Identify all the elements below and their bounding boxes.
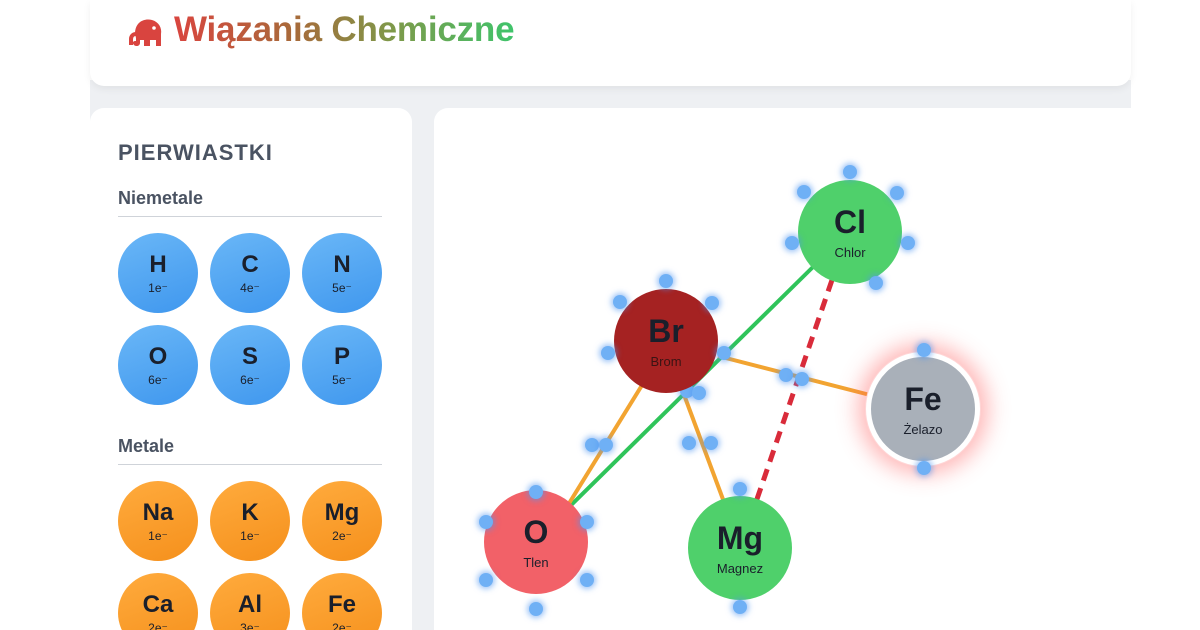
element-button-k[interactable]: K 1e⁻: [210, 481, 290, 561]
electron-dot: [682, 436, 696, 450]
elephant-icon: [129, 19, 162, 47]
element-button-ca[interactable]: Ca 2e⁻: [118, 573, 198, 630]
app-header: [90, 0, 1131, 86]
element-electrons: 5e⁻: [332, 372, 352, 387]
atom-fe[interactable]: Fe Żelazo: [866, 352, 980, 466]
electron-dot: [479, 515, 493, 529]
sidebar-title: PIERWIASTKI: [118, 140, 273, 165]
elements-sidebar: PIERWIASTKI Niemetale H 1e⁻ C 4e⁻ N 5e⁻ …: [90, 108, 412, 630]
element-electrons: 5e⁻: [332, 280, 352, 295]
element-symbol: P: [333, 342, 350, 370]
atom-symbol: Br: [648, 312, 684, 349]
atom-symbol: Mg: [716, 519, 764, 556]
element-electrons: 6e⁻: [148, 372, 168, 387]
electron-dot: [785, 236, 799, 250]
element-symbol: Al: [238, 590, 262, 618]
element-symbol: Mg: [324, 498, 360, 526]
electron-dot: [704, 436, 718, 450]
electron-dot: [580, 573, 594, 587]
electron-dot: [795, 372, 809, 386]
atom-o[interactable]: O Tlen: [484, 490, 588, 594]
element-electrons: 6e⁻: [240, 372, 260, 387]
electron-dot: [529, 602, 543, 616]
element-electrons: 2e⁻: [332, 528, 352, 543]
element-symbol: O: [148, 342, 168, 370]
electron-dot: [613, 295, 627, 309]
electron-dot: [733, 482, 747, 496]
element-symbol: C: [241, 250, 259, 278]
nonmetals-label: Niemetale: [118, 188, 204, 208]
element-electrons: 2e⁻: [332, 620, 352, 630]
electron-dot: [779, 368, 793, 382]
bond-br-mg[interactable]: [678, 383, 726, 503]
element-symbol: S: [241, 342, 258, 370]
electron-dot: [705, 296, 719, 310]
atom-name: Żelazo: [903, 421, 943, 437]
element-button-c[interactable]: C 4e⁻: [210, 233, 290, 313]
electron-dot: [797, 185, 811, 199]
atom-symbol: O: [523, 513, 549, 550]
element-symbol: Na: [142, 498, 174, 526]
element-symbol: K: [241, 498, 259, 526]
element-electrons: 2e⁻: [148, 620, 168, 630]
atom-name: Brom: [650, 353, 682, 369]
electron-dot: [529, 485, 543, 499]
divider: [118, 464, 382, 465]
molecule-canvas[interactable]: Cl Chlor Br Brom Fe Żelazo O Tlen Mg Mag…: [434, 108, 1131, 630]
atom-symbol: Cl: [834, 203, 866, 240]
atom-name: Tlen: [523, 554, 549, 570]
element-symbol: H: [149, 250, 167, 278]
electron-dot: [692, 386, 706, 400]
divider: [118, 216, 382, 217]
element-symbol: Fe: [327, 590, 356, 618]
electron-dot: [869, 276, 883, 290]
electron-dot: [890, 186, 904, 200]
element-button-n[interactable]: N 5e⁻: [302, 233, 382, 313]
element-symbol: Ca: [142, 590, 174, 618]
atom-cl[interactable]: Cl Chlor: [798, 180, 902, 284]
element-button-al[interactable]: Al 3e⁻: [210, 573, 290, 630]
atom-name: Magnez: [716, 560, 764, 576]
element-button-mg[interactable]: Mg 2e⁻: [302, 481, 382, 561]
element-button-h[interactable]: H 1e⁻: [118, 233, 198, 313]
electron-dot: [717, 346, 731, 360]
metals-label: Metale: [118, 436, 175, 456]
electron-dot: [843, 165, 857, 179]
atom-mg[interactable]: Mg Magnez: [688, 496, 792, 600]
element-electrons: 1e⁻: [148, 280, 168, 295]
electron-dot: [580, 515, 594, 529]
electron-dot: [585, 438, 599, 452]
element-button-p[interactable]: P 5e⁻: [302, 325, 382, 405]
element-electrons: 3e⁻: [240, 620, 260, 630]
electron-dot: [599, 438, 613, 452]
element-button-fe[interactable]: Fe 2e⁻: [302, 573, 382, 630]
electron-dot: [901, 236, 915, 250]
app-title: Wiązania Chemiczne: [174, 10, 515, 49]
element-button-o[interactable]: O 6e⁻: [118, 325, 198, 405]
electron-dot: [733, 600, 747, 614]
element-electrons: 1e⁻: [240, 528, 260, 543]
atom-name: Chlor: [834, 244, 866, 260]
electron-dot: [917, 461, 931, 475]
element-electrons: 1e⁻: [148, 528, 168, 543]
electron-dot: [659, 274, 673, 288]
element-electrons: 4e⁻: [240, 280, 260, 295]
electron-dot: [917, 343, 931, 357]
atom-br[interactable]: Br Brom: [614, 289, 718, 393]
atom-symbol: Fe: [904, 380, 942, 417]
element-button-na[interactable]: Na 1e⁻: [118, 481, 198, 561]
electron-dot: [479, 573, 493, 587]
electron-dot: [601, 346, 615, 360]
element-symbol: N: [333, 250, 351, 278]
element-button-s[interactable]: S 6e⁻: [210, 325, 290, 405]
